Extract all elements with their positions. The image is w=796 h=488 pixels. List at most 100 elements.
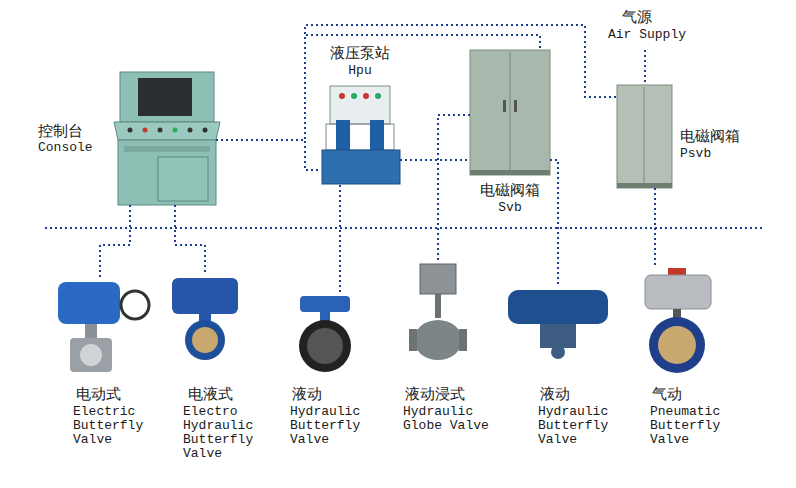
signal-line xyxy=(216,25,617,140)
node-label: 液动 xyxy=(540,385,620,403)
svb-picture xyxy=(470,50,550,175)
hydraulic-valve-picture xyxy=(299,296,351,372)
actuator xyxy=(420,264,456,294)
screen xyxy=(138,78,192,116)
equipment-node: 电磁阀箱Psvb xyxy=(617,85,672,188)
valve-bottom xyxy=(551,345,565,359)
psvb-picture xyxy=(617,85,672,188)
free-label: Air Supply xyxy=(608,28,708,42)
console-door xyxy=(158,157,208,201)
signal-line xyxy=(216,35,540,140)
equipment-node: 电液式Electro Hydraulic Butterfly Valve xyxy=(170,272,240,362)
disc xyxy=(307,328,343,364)
flange xyxy=(459,329,467,351)
handle xyxy=(503,100,506,112)
rod xyxy=(435,294,441,318)
actuator xyxy=(645,275,711,309)
cabinet xyxy=(470,50,550,175)
equipment-node: 液动Hydraulic Butterfly Valve xyxy=(285,292,365,375)
equipment-node: 电磁阀箱Svb xyxy=(470,50,550,175)
equipment-node: 气动Pneumatic Butterfly Valve xyxy=(640,268,715,375)
console-drawer xyxy=(124,146,210,152)
equipment-node: 液动浸式Hydraulic Globe Valve xyxy=(408,262,470,365)
signal-line xyxy=(175,205,205,272)
desk-panel xyxy=(114,122,220,140)
pneumatic-valve-picture xyxy=(645,268,711,373)
button xyxy=(128,128,133,133)
lamp xyxy=(375,93,381,99)
valve-body xyxy=(649,317,705,373)
lamp xyxy=(339,93,345,99)
handle xyxy=(514,100,517,112)
actuator xyxy=(58,282,120,324)
door-split xyxy=(644,87,645,183)
console-picture xyxy=(114,72,220,205)
disc xyxy=(658,326,696,364)
plinth xyxy=(617,183,672,188)
actuator xyxy=(300,296,350,312)
door-split xyxy=(510,52,511,170)
button xyxy=(173,128,178,133)
lamp xyxy=(363,93,369,99)
cabinet xyxy=(617,85,672,188)
node-label: 液压泵站 xyxy=(300,44,420,62)
stem xyxy=(85,324,97,338)
node-label: Hpu xyxy=(300,64,420,78)
button xyxy=(203,128,208,133)
signal-line xyxy=(216,140,320,170)
node-label: Hydraulic Globe Valve xyxy=(403,405,489,433)
monitor-housing xyxy=(120,72,214,122)
electro-hydraulic-valve-picture xyxy=(172,278,238,360)
signal-line xyxy=(438,115,470,262)
node-label: 电磁阀箱 xyxy=(680,127,770,145)
node-label: Svb xyxy=(460,201,560,215)
actuator xyxy=(508,290,608,324)
equipment-node: 电动式Electric Butterfly Valve xyxy=(52,280,152,375)
node-label: 气动 xyxy=(652,385,732,403)
node-label: 液动 xyxy=(292,385,372,403)
valve-body xyxy=(540,324,576,348)
node-label: Electro Hydraulic Butterfly Valve xyxy=(183,405,269,461)
hpu-panel xyxy=(330,86,390,124)
node-label: 电动式 xyxy=(76,385,156,403)
valve-body xyxy=(70,338,112,372)
motor xyxy=(370,120,384,152)
node-label: 电液式 xyxy=(188,385,268,403)
button xyxy=(188,128,193,133)
motor xyxy=(336,120,350,152)
actuator xyxy=(172,278,238,314)
signal-line xyxy=(654,188,656,268)
equipment-node: 液动Hydraulic Butterfly Valve xyxy=(505,285,610,360)
valve-body xyxy=(185,320,225,360)
air-line xyxy=(644,50,646,85)
signal-line xyxy=(100,205,130,280)
node-label: 电磁阀箱 xyxy=(460,181,560,199)
flange xyxy=(409,329,417,351)
lamp xyxy=(351,93,357,99)
node-label: Pneumatic Butterfly Valve xyxy=(650,405,736,447)
free-label: 气源 xyxy=(622,8,682,26)
node-label: 控制台 xyxy=(38,122,114,140)
equipment-node: 液压泵站Hpu xyxy=(320,85,400,185)
node-label: 液动浸式 xyxy=(405,385,495,403)
node-label: Hydraulic Butterfly Valve xyxy=(538,405,624,447)
node-label: Psvb xyxy=(680,147,770,161)
valve-body xyxy=(299,320,351,372)
equipment-node: 控制台Console xyxy=(118,70,216,205)
electric-valve-picture xyxy=(58,282,149,372)
valve-body xyxy=(414,320,462,360)
plinth xyxy=(470,170,550,175)
oil-tank xyxy=(322,150,400,184)
node-label: Console xyxy=(38,141,114,155)
hydraulic-valve-picture xyxy=(508,290,608,359)
handwheel xyxy=(121,291,149,319)
node-label: Electric Butterfly Valve xyxy=(73,405,159,447)
signal-line xyxy=(400,159,470,161)
disc xyxy=(192,327,218,353)
node-label: Hydraulic Butterfly Valve xyxy=(290,405,376,447)
globe-valve-picture xyxy=(409,264,467,360)
signal-line xyxy=(339,185,341,292)
bus-line xyxy=(45,227,765,229)
hpu-picture xyxy=(322,86,400,184)
